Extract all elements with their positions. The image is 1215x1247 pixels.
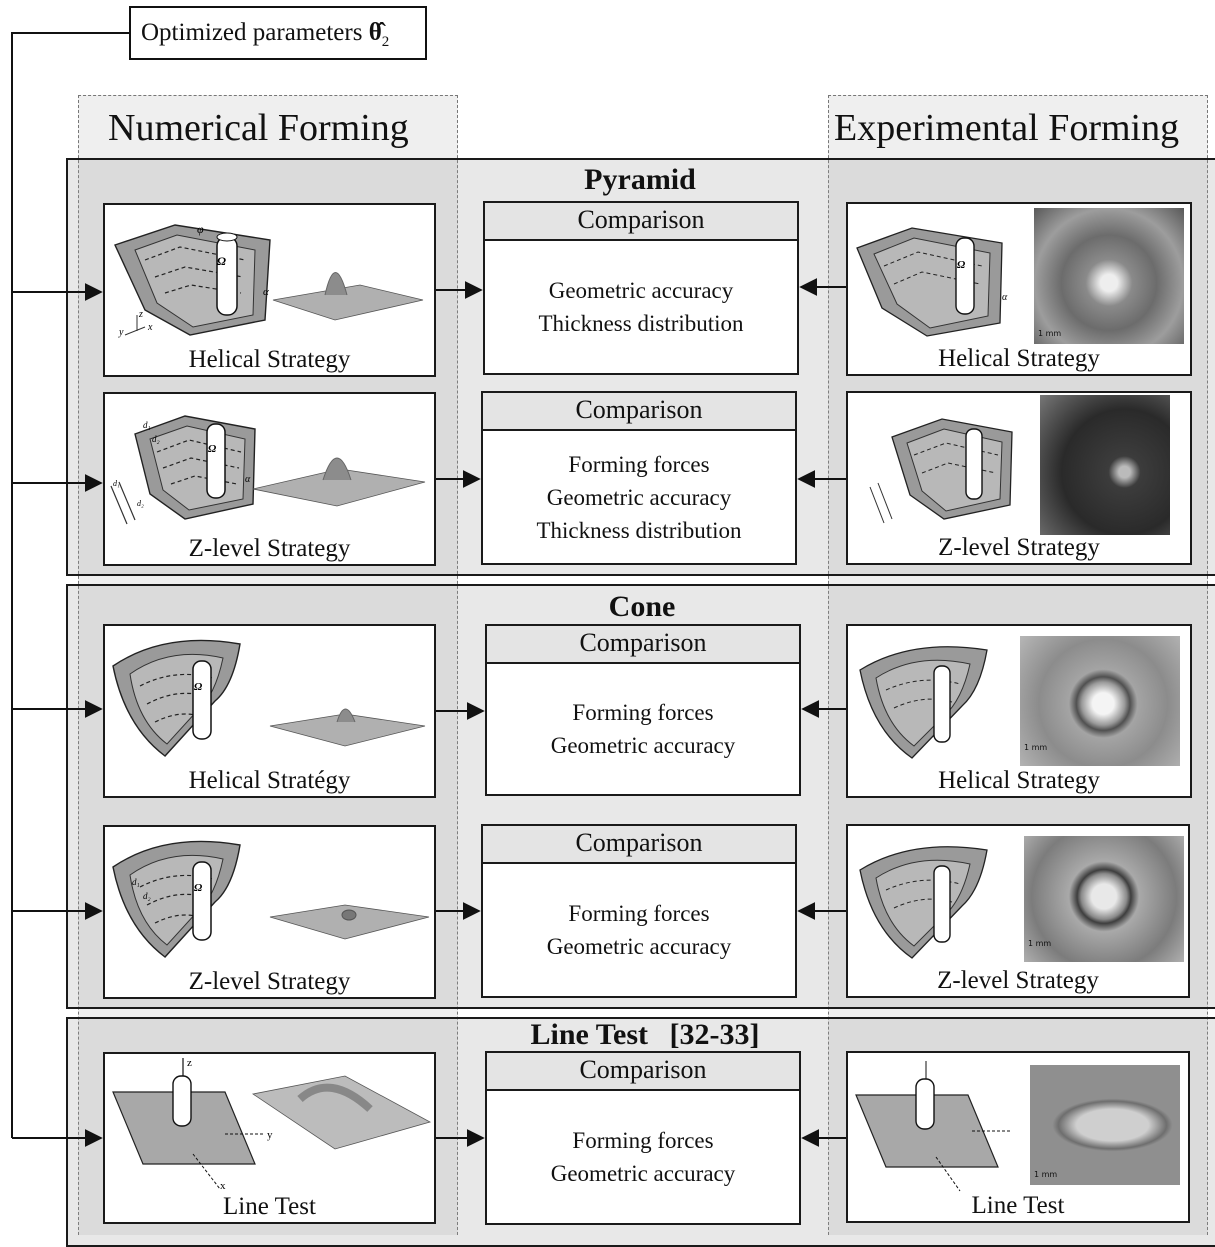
- cmp-item: Forming forces: [568, 901, 710, 926]
- cmp-item: Geometric accuracy: [550, 1161, 736, 1186]
- cmp-item: Forming forces: [572, 700, 714, 725]
- cmp-cone-helical-head: Comparison: [487, 626, 799, 664]
- x-label-line: x: [220, 1180, 226, 1192]
- exp-line-test-label: Line Test: [971, 1192, 1065, 1219]
- y-label-line: y: [267, 1129, 273, 1141]
- cmp-pyramid-zlevel-head: Comparison: [483, 393, 795, 431]
- feedback-line: [11, 32, 129, 1138]
- exp-cone-helical-toolpath: [859, 646, 988, 759]
- pyramid-title: Pyramid: [584, 163, 696, 196]
- exp-line-test-setup: [855, 1061, 1012, 1192]
- cmp-item: Geometric accuracy: [550, 733, 736, 758]
- exp-cone-zlevel-label: Z-level Strategy: [937, 967, 1099, 994]
- cmp-pyramid-zlevel: Comparison Forming forces Geometric accu…: [481, 391, 797, 565]
- optimized-parameters-box: Optimized parameters θ̂2: [129, 6, 427, 60]
- cmp-item: Geometric accuracy: [546, 934, 732, 959]
- line-test-reference: [32-33]: [669, 1018, 760, 1051]
- exp-line-test-box: 1 mm Line Test: [846, 1051, 1190, 1223]
- exp-cone-helical-label: Helical Strategy: [938, 767, 1100, 794]
- exp-pyramid-zlevel-label: Z-level Strategy: [938, 534, 1100, 561]
- d1-symbol-small: d₁: [113, 479, 120, 488]
- d1-symbol: d₁: [143, 420, 151, 430]
- cmp-pyramid-helical: Comparison Geometric accuracy Thickness …: [483, 201, 799, 375]
- num-line-test-label: Line Test: [223, 1193, 316, 1220]
- cone-helical-toolpath-figure: Ω: [112, 639, 426, 757]
- z-axis-label: z: [138, 309, 143, 320]
- cone-title: Cone: [608, 590, 676, 623]
- optimized-parameters-label: Optimized parameters: [141, 19, 369, 46]
- num-pyramid-helical-label: Helical Strategy: [188, 346, 351, 373]
- exp-cone-zlevel-toolpath: [859, 846, 988, 959]
- omega-symbol: Ω: [217, 254, 226, 268]
- num-line-test-box: z y x Line Test: [103, 1052, 436, 1224]
- alpha-symbol-2: α: [245, 474, 251, 485]
- num-cone-helical-label: Helical Stratégy: [188, 767, 351, 794]
- num-pyramid-zlevel-label: Z-level Strategy: [188, 535, 351, 562]
- cmp-cone-helical: Comparison Forming forces Geometric accu…: [485, 624, 801, 796]
- cmp-item: Forming forces: [568, 451, 710, 477]
- d2-symbol-small: d₂: [137, 499, 144, 508]
- theta-subscript: 2: [381, 34, 390, 50]
- theta-symbol: θ̂: [368, 19, 382, 46]
- line-test-setup-figure: z y x: [112, 1057, 432, 1192]
- exp-cone-helical-box: 1 mm Helical Strategy: [846, 624, 1192, 798]
- exp-pyramid-zlevel-toolpath: [869, 418, 1013, 524]
- scale-bar: 1 mm: [1038, 329, 1062, 338]
- cmp-line-test-head: Comparison: [487, 1053, 799, 1091]
- exp-pyramid-helical-toolpath: Ω α: [856, 227, 1008, 337]
- y-axis-label: y: [118, 327, 124, 338]
- scale-bar: 1 mm: [1028, 939, 1052, 948]
- pyramid-zlevel-photo: [1040, 395, 1170, 535]
- num-cone-helical-box: Ω Helical Stratégy: [103, 624, 436, 798]
- num-pyramid-zlevel-box: Ω d₁ d₂ α d₁ d₂ Z-level Strategy: [103, 392, 436, 566]
- num-cone-zlevel-label: Z-level Strategy: [188, 968, 351, 995]
- phi-symbol: φ: [197, 222, 204, 236]
- experimental-forming-title: Experimental Forming: [834, 107, 1180, 149]
- cone-helical-photo: 1 mm: [1020, 636, 1180, 766]
- alpha-symbol-exp: α: [1002, 292, 1008, 303]
- omega-symbol-3: Ω: [194, 681, 203, 693]
- d1-symbol-cone: d₁: [132, 877, 140, 887]
- omega-symbol-2: Ω: [208, 443, 217, 455]
- omega-symbol-exp: Ω: [957, 259, 966, 271]
- cmp-pyramid-helical-head: Comparison: [485, 203, 797, 241]
- x-axis-label: x: [147, 322, 153, 333]
- cmp-item: Forming forces: [572, 1128, 714, 1153]
- exp-pyramid-helical-label: Helical Strategy: [938, 345, 1100, 372]
- cmp-item: Thickness distribution: [536, 517, 742, 543]
- exp-pyramid-helical-box: Ω α 1 mm Helical Strategy: [846, 202, 1192, 376]
- numerical-forming-title: Numerical Forming: [108, 107, 409, 149]
- d2-symbol-cone: d₂: [143, 891, 151, 901]
- alpha-symbol: α: [263, 286, 269, 298]
- cmp-cone-zlevel-head: Comparison: [483, 826, 795, 864]
- cone-zlevel-photo: 1 mm: [1024, 836, 1184, 962]
- cmp-cone-zlevel: Comparison Forming forces Geometric accu…: [481, 824, 797, 998]
- z-label-line: z: [187, 1057, 192, 1069]
- num-pyramid-helical-box: Ω φ α y z x Helical Strategy: [103, 203, 436, 377]
- cmp-item: Geometric accuracy: [546, 484, 732, 510]
- line-test-title-text: Line Test: [530, 1018, 649, 1051]
- cmp-item: Thickness distribution: [538, 311, 744, 336]
- scale-bar: 1 mm: [1034, 1170, 1058, 1179]
- cmp-item: Geometric accuracy: [548, 278, 734, 303]
- d2-symbol: d₂: [152, 434, 160, 444]
- cone-zlevel-toolpath-figure: Ω d₁ d₂: [112, 840, 430, 958]
- pyramid-helical-photo: 1 mm: [1034, 208, 1184, 344]
- pyramid-helical-toolpath-figure: Ω φ α y z x: [114, 222, 424, 338]
- line-test-photo: 1 mm: [1030, 1065, 1180, 1185]
- cmp-line-test: Comparison Forming forces Geometric accu…: [485, 1051, 801, 1225]
- num-cone-zlevel-box: Ω d₁ d₂ Z-level Strategy: [103, 825, 436, 999]
- scale-bar: 1 mm: [1024, 743, 1048, 752]
- omega-symbol-4: Ω: [194, 882, 203, 894]
- pyramid-zlevel-toolpath-figure: Ω d₁ d₂ α d₁ d₂: [110, 415, 426, 525]
- exp-cone-zlevel-box: 1 mm Z-level Strategy: [846, 824, 1190, 998]
- exp-pyramid-zlevel-box: Z-level Strategy: [846, 391, 1192, 565]
- line-test-title: Line Test [32-33]: [470, 1018, 820, 1052]
